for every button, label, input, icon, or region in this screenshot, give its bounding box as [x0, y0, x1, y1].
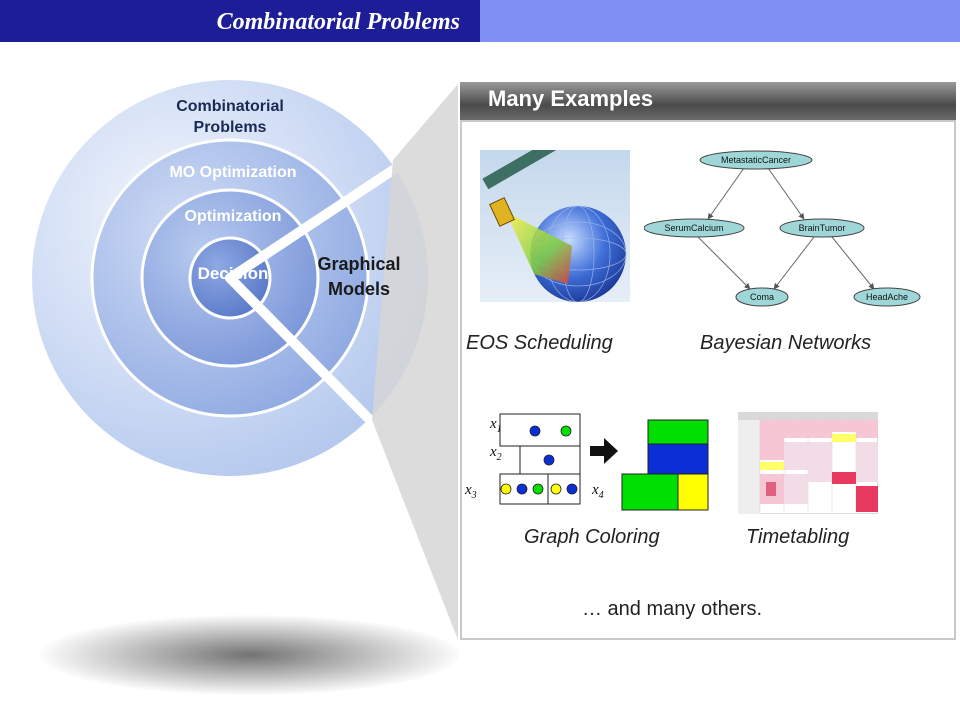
label-combinatorial: Combinatorial Problems [150, 96, 310, 138]
color-dot [529, 425, 541, 437]
label-graphical-line1: Graphical [317, 254, 401, 274]
title-bar-accent [480, 0, 960, 42]
caption-eos-scheduling: EOS Scheduling [466, 332, 613, 354]
node-label: SerumCalcium [664, 223, 723, 233]
eos-satellite-image [480, 150, 630, 302]
color-dot [550, 483, 562, 495]
node-label: Coma [750, 292, 774, 302]
node-label: MetastaticCancer [721, 155, 791, 165]
var-x2: x2 [490, 444, 502, 463]
node-metastatic-cancer [699, 150, 813, 170]
wedge-line-upper [225, 165, 398, 283]
satellite-icon [489, 197, 515, 227]
color-dot [532, 483, 544, 495]
timetable-thumbnail [738, 412, 878, 514]
label-decision: Decision [197, 264, 269, 283]
title-bar [0, 0, 480, 42]
label-optimization: Optimization [184, 208, 282, 225]
node-label: BrainTumor [799, 223, 846, 233]
zoom-fan [372, 84, 458, 640]
graph-coloring-diagram [499, 413, 709, 511]
color-dot [500, 483, 512, 495]
node-coma [735, 287, 789, 307]
node-headache [853, 287, 921, 307]
node-brain-tumor [779, 218, 865, 238]
color-dot [560, 425, 572, 437]
page-title: Combinatorial Problems [216, 9, 460, 35]
caption-timetabling: Timetabling [746, 526, 850, 548]
label-combinatorial-line2: Problems [193, 119, 267, 136]
var-x3: x3 [465, 482, 477, 501]
and-many-others-text: … and many others. [582, 598, 763, 620]
node-label: HeadAche [866, 292, 908, 302]
caption-graph-coloring: Graph Coloring [524, 526, 660, 548]
label-combinatorial-line1: Combinatorial [176, 98, 284, 115]
solar-panel-icon [482, 150, 558, 190]
label-mo-optimization: MO Optimization [169, 164, 297, 181]
arrow-right-icon [590, 438, 618, 464]
bayesian-network-diagram: MetastaticCancer SerumCalcium BrainTumor… [644, 150, 921, 307]
panel-title: Many Examples [488, 86, 654, 111]
color-dot [543, 454, 555, 466]
caption-bayesian-networks: Bayesian Networks [700, 332, 872, 354]
color-dot [566, 483, 578, 495]
node-serum-calcium [644, 218, 745, 238]
var-x4: x4 [592, 482, 604, 501]
color-dot [516, 483, 528, 495]
var-x1: x1 [490, 416, 502, 435]
label-graphical-models: Graphical Models [294, 252, 424, 302]
drop-shadow [40, 615, 460, 695]
wedge-line-lower [225, 273, 373, 423]
label-graphical-line2: Models [327, 279, 390, 299]
panel-header [460, 82, 956, 120]
